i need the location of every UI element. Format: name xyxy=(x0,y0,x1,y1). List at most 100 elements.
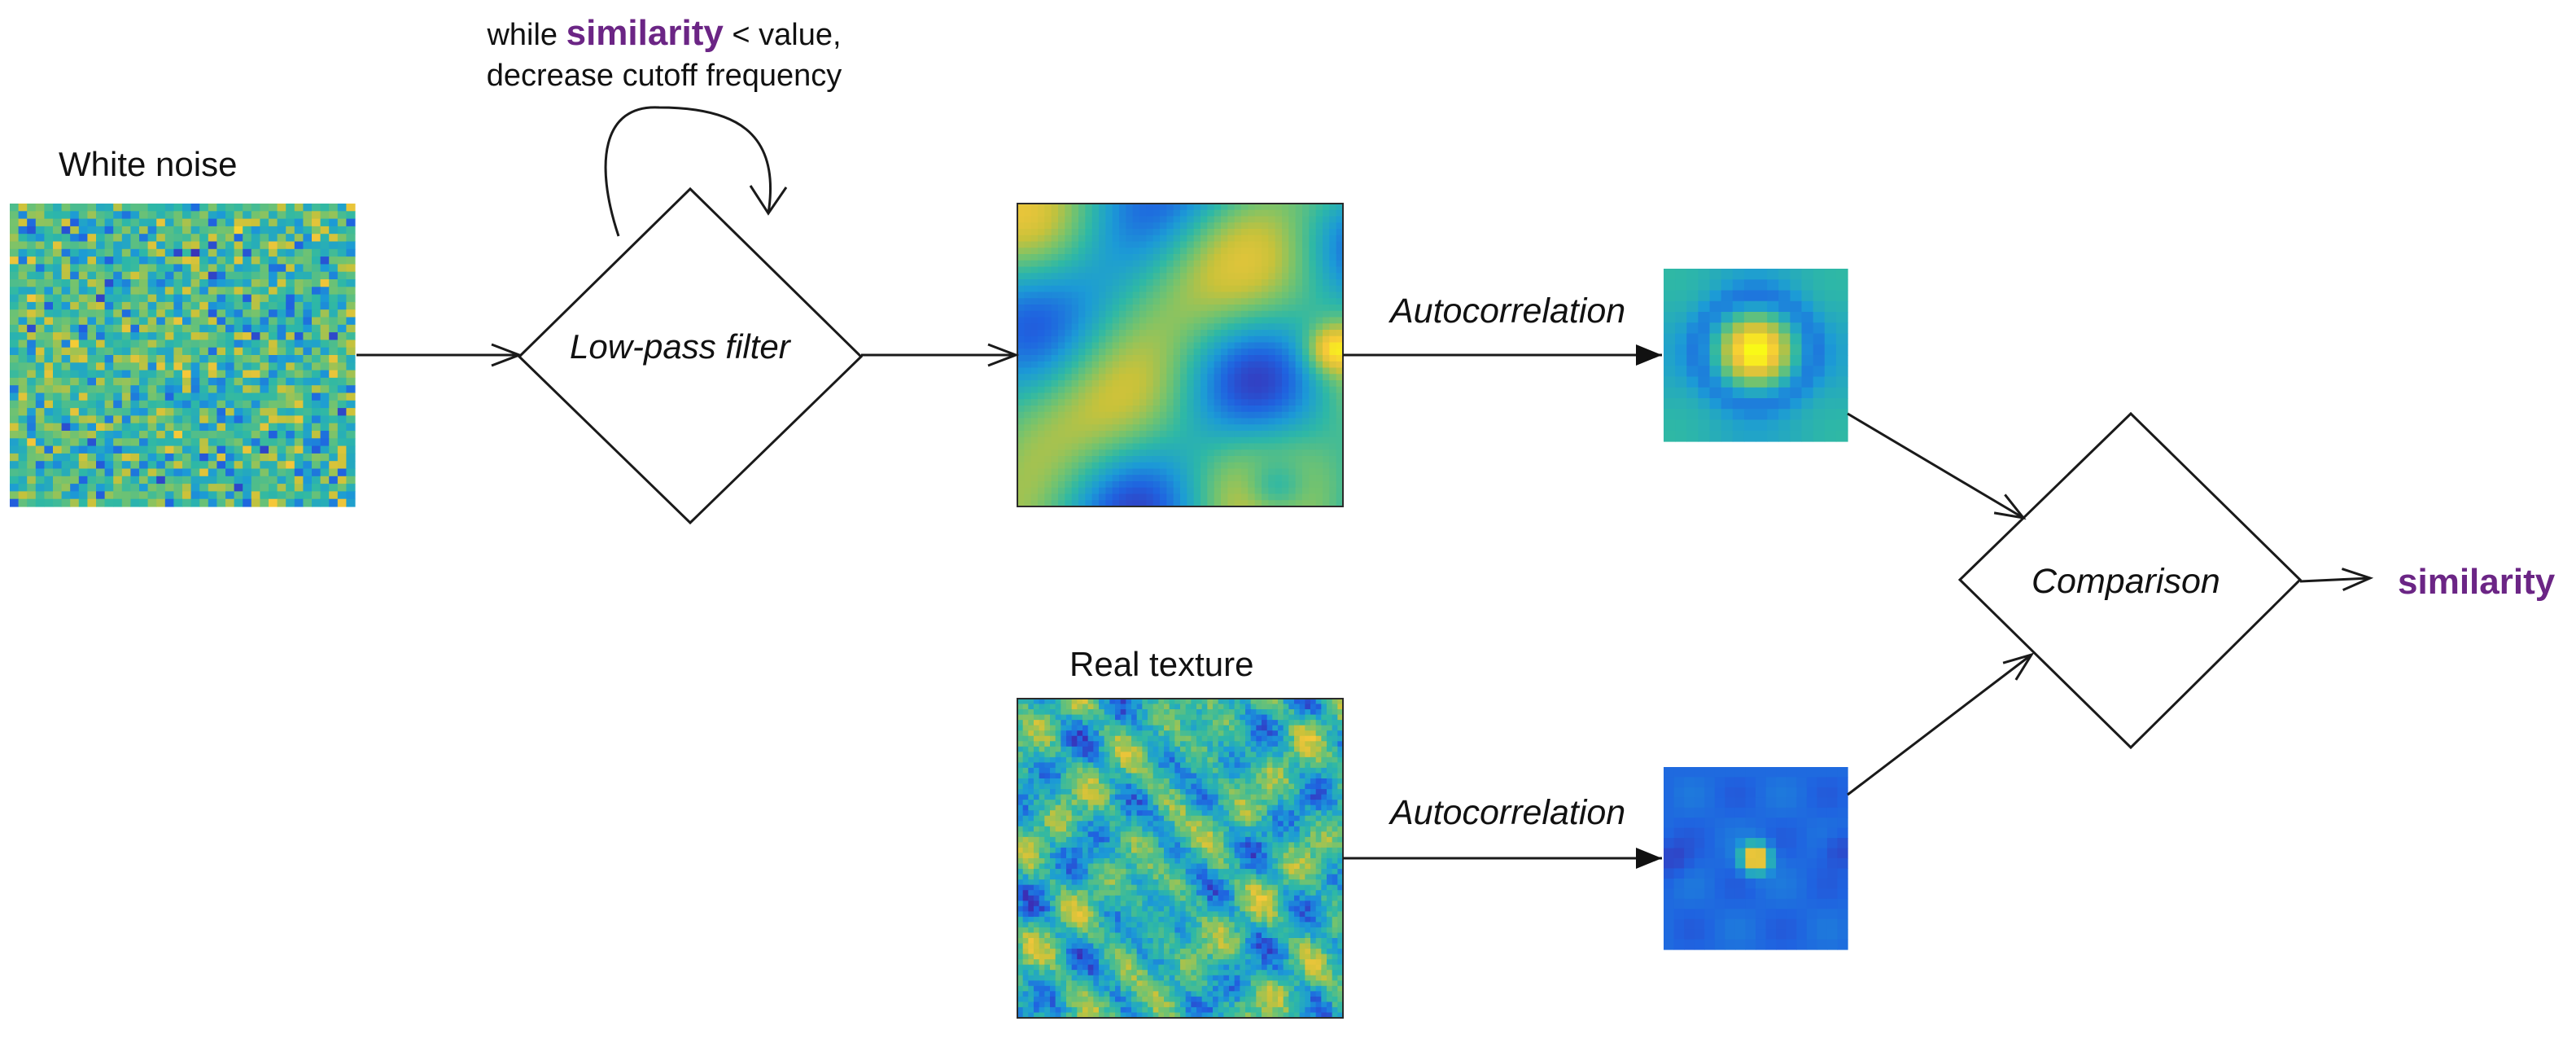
pixel-cell xyxy=(1065,355,1073,362)
pixel-cell xyxy=(70,256,80,265)
pixel-cell xyxy=(1065,361,1073,369)
pixel-cell xyxy=(329,453,339,462)
pixel-cell xyxy=(1315,305,1323,312)
pixel-cell xyxy=(190,234,200,243)
pixel-cell xyxy=(1099,349,1106,356)
pixel-cell xyxy=(320,392,330,401)
pixel-cell xyxy=(1218,725,1224,731)
pixel-cell xyxy=(1295,298,1303,305)
pixel-cell xyxy=(1227,254,1236,261)
pixel-cell xyxy=(1028,704,1034,710)
pixel-cell xyxy=(312,423,321,432)
pixel-cell xyxy=(1078,260,1086,268)
pixel-cell xyxy=(1132,349,1140,356)
pixel-cell xyxy=(1051,305,1059,312)
pixel-cell xyxy=(1227,330,1236,337)
pixel-cell xyxy=(1213,709,1219,716)
pixel-cell xyxy=(96,226,106,235)
pixel-cell xyxy=(1126,374,1134,381)
pixel-cell xyxy=(1132,235,1140,243)
pixel-cell xyxy=(1295,411,1303,419)
pixel-cell xyxy=(277,431,286,439)
pixel-cell xyxy=(1302,317,1310,324)
pixel-cell xyxy=(1315,487,1323,495)
pixel-cell xyxy=(1061,699,1067,705)
pixel-cell xyxy=(225,438,235,447)
pixel-cell xyxy=(1024,335,1032,344)
pixel-cell xyxy=(156,385,166,394)
pixel-cell xyxy=(303,332,313,340)
pixel-cell xyxy=(1126,209,1134,217)
pixel-cell xyxy=(225,256,235,265)
pixel-cell xyxy=(70,226,80,235)
pixel-cell xyxy=(1085,487,1093,495)
pixel-cell xyxy=(1017,386,1025,394)
pixel-cell xyxy=(1323,392,1330,400)
pixel-cell xyxy=(1160,411,1167,419)
pixel-cell xyxy=(1336,260,1344,268)
pixel-cell xyxy=(96,370,106,379)
pixel-cell xyxy=(1288,380,1297,388)
pixel-cell xyxy=(1664,300,1676,313)
pixel-cell xyxy=(1778,312,1791,323)
pixel-cell xyxy=(1254,418,1262,425)
pixel-cell xyxy=(1294,752,1301,758)
pixel-cell xyxy=(1329,229,1337,236)
pixel-cell xyxy=(53,347,63,356)
pixel-cell xyxy=(337,347,347,356)
pixel-cell xyxy=(1160,310,1167,318)
pixel-cell xyxy=(1058,468,1065,476)
pixel-cell xyxy=(1082,730,1089,737)
pixel-cell xyxy=(320,415,330,424)
pixel-cell xyxy=(1044,500,1052,507)
pixel-cell xyxy=(1268,209,1276,217)
pixel-cell xyxy=(243,445,252,454)
pixel-cell xyxy=(1268,436,1276,445)
pixel-cell xyxy=(1295,204,1303,211)
pixel-cell xyxy=(1309,361,1317,369)
pixel-cell xyxy=(1139,335,1147,344)
pixel-cell xyxy=(35,204,45,212)
pixel-cell xyxy=(225,211,235,220)
pixel-cell xyxy=(1119,216,1126,223)
pixel-cell xyxy=(1234,767,1240,774)
pixel-cell xyxy=(1148,767,1154,774)
pixel-cell xyxy=(104,377,114,386)
pixel-cell xyxy=(1087,746,1094,752)
pixel-cell xyxy=(1091,386,1100,394)
pixel-cell xyxy=(35,332,45,340)
pixel-cell xyxy=(1187,424,1195,432)
pixel-cell xyxy=(27,301,37,310)
pixel-cell xyxy=(1835,344,1848,356)
pixel-cell xyxy=(1017,443,1025,450)
pixel-cell xyxy=(260,241,269,250)
pixel-cell xyxy=(1085,330,1093,337)
pixel-cell xyxy=(1778,279,1791,292)
pixel-cell xyxy=(1139,209,1147,217)
pixel-cell xyxy=(1105,449,1113,457)
pixel-cell xyxy=(1191,767,1197,774)
pixel-cell xyxy=(269,241,278,250)
pixel-cell xyxy=(1268,323,1276,331)
pixel-cell xyxy=(1152,741,1159,747)
pixel-cell xyxy=(1221,229,1228,236)
pixel-cell xyxy=(1017,424,1025,432)
pixel-cell xyxy=(1105,285,1113,293)
pixel-cell xyxy=(1721,376,1734,388)
pixel-cell xyxy=(35,468,45,477)
pixel-cell xyxy=(1148,725,1154,731)
pixel-cell xyxy=(1112,456,1120,463)
pixel-cell xyxy=(1275,292,1283,299)
pixel-cell xyxy=(1173,254,1181,261)
pixel-cell xyxy=(199,218,209,227)
pixel-cell xyxy=(1187,386,1195,394)
pixel-cell xyxy=(303,476,313,484)
pixel-cell xyxy=(1071,273,1079,280)
pixel-cell xyxy=(1329,349,1337,356)
pixel-cell xyxy=(1166,216,1174,223)
pixel-cell xyxy=(1234,443,1242,450)
pixel-cell xyxy=(216,476,226,484)
pixel-cell xyxy=(1091,431,1100,438)
pixel-cell xyxy=(346,498,356,507)
pixel-cell xyxy=(44,431,54,439)
